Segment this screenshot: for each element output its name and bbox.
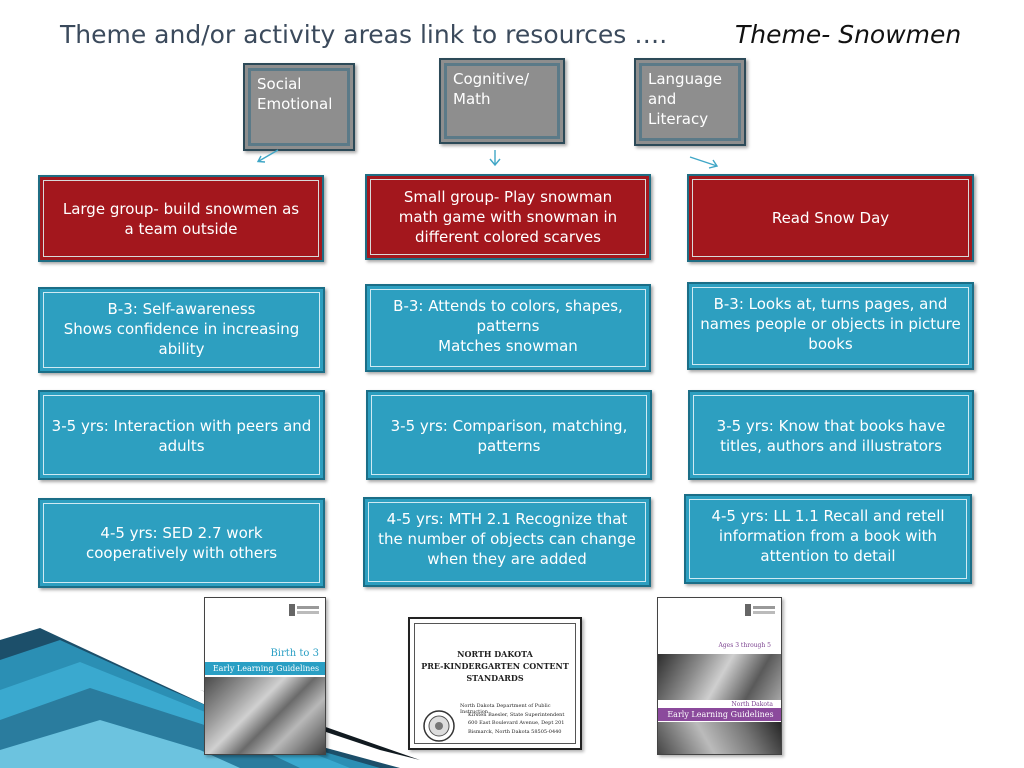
standard-text: 3-5 yrs: Know that books have titles, au… bbox=[716, 417, 946, 455]
activity-text: Large group- build snowmen as a team out… bbox=[62, 199, 300, 238]
arrow-left-icon bbox=[256, 149, 279, 163]
cover-title-band: Early Learning Guidelines bbox=[658, 708, 781, 721]
standard-text: B-3: Looks at, turns pages, and names pe… bbox=[700, 295, 961, 353]
children-photo bbox=[658, 654, 781, 700]
cover-title-band: Early Learning Guidelines bbox=[205, 662, 325, 675]
domain-label: Social Emotional bbox=[257, 75, 333, 113]
cover-address-1: North Dakota Department of Public Instru… bbox=[460, 703, 551, 715]
dpi-logo-icon bbox=[745, 604, 775, 616]
standard-text: 3-5 yrs: Comparison, matching, patterns bbox=[390, 417, 628, 455]
resource-ages-3-5-cover: Ages 3 through 5 North Dakota Early Lear… bbox=[657, 597, 782, 755]
standard-b3-math: B-3: Attends to colors, shapes, patterns… bbox=[365, 284, 651, 372]
domain-cognitive-math: Cognitive/ Math bbox=[439, 58, 565, 144]
dpi-logo-icon bbox=[289, 604, 319, 616]
domain-social-emotional: Social Emotional bbox=[243, 63, 355, 151]
cover-state: North Dakota bbox=[731, 701, 773, 708]
standard-b3-social: B-3: Self-awareness Shows confidence in … bbox=[38, 287, 325, 373]
arrow-down-icon bbox=[489, 150, 501, 167]
cover-address-2: Kirsten Baesler, State Superintendent bbox=[468, 712, 565, 718]
cover-heading-3: STANDARDS bbox=[466, 673, 524, 683]
standard-text: B-3: Self-awareness Shows confidence in … bbox=[63, 300, 300, 358]
resource-prek-standards-cover: NORTH DAKOTA PRE-KINDERGARTEN CONTENT ST… bbox=[408, 617, 582, 750]
decorative-swoosh bbox=[0, 628, 420, 768]
activity-read-snow-day: Read Snow Day bbox=[687, 174, 974, 262]
children-photo-bottom bbox=[658, 722, 781, 754]
page-title: Theme and/or activity areas link to reso… bbox=[60, 20, 668, 49]
standard-text: 3-5 yrs: Interaction with peers and adul… bbox=[51, 417, 312, 455]
state-seal-icon bbox=[423, 710, 455, 742]
standard-b3-literacy: B-3: Looks at, turns pages, and names pe… bbox=[687, 282, 974, 370]
arrow-right-icon bbox=[689, 156, 719, 169]
domain-label: Cognitive/ Math bbox=[453, 70, 530, 108]
cover-heading-1: NORTH DAKOTA bbox=[457, 649, 533, 659]
standard-text: 4-5 yrs: LL 1.1 Recall and retell inform… bbox=[711, 507, 945, 565]
activity-text: Small group- Play snowman math game with… bbox=[398, 188, 618, 246]
resource-birth-to-3-cover: Birth to 3 Early Learning Guidelines bbox=[204, 597, 326, 755]
standard-35-social: 3-5 yrs: Interaction with peers and adul… bbox=[38, 390, 325, 480]
domain-language-literacy: Language and Literacy bbox=[634, 58, 746, 146]
activity-small-group: Small group- Play snowman math game with… bbox=[365, 174, 651, 260]
activity-large-group: Large group- build snowmen as a team out… bbox=[38, 175, 324, 262]
standard-45-literacy: 4-5 yrs: LL 1.1 Recall and retell inform… bbox=[684, 494, 972, 584]
domain-label: Language and Literacy bbox=[648, 70, 723, 128]
standard-45-math: 4-5 yrs: MTH 2.1 Recognize that the numb… bbox=[363, 497, 651, 587]
cover-address-4: Bismarck, North Dakota 58505-0440 bbox=[468, 729, 562, 735]
cover-address-3: 600 East Boulevard Avenue, Dept 201 bbox=[468, 720, 565, 726]
cover-subtitle: Ages 3 through 5 bbox=[718, 642, 772, 649]
cover-heading-2: PRE-KINDERGARTEN CONTENT bbox=[421, 661, 569, 671]
children-photo bbox=[205, 677, 325, 754]
standard-35-literacy: 3-5 yrs: Know that books have titles, au… bbox=[688, 390, 974, 480]
standard-45-social: 4-5 yrs: SED 2.7 work cooperatively with… bbox=[38, 498, 325, 588]
activity-text: Read Snow Day bbox=[771, 209, 890, 227]
theme-label: Theme- Snowmen bbox=[735, 20, 962, 49]
cover-subtitle: Birth to 3 bbox=[270, 648, 319, 659]
standard-text: 4-5 yrs: MTH 2.1 Recognize that the numb… bbox=[378, 510, 636, 568]
standard-35-math: 3-5 yrs: Comparison, matching, patterns bbox=[366, 390, 652, 480]
standard-text: B-3: Attends to colors, shapes, patterns… bbox=[393, 297, 623, 355]
standard-text: 4-5 yrs: SED 2.7 work cooperatively with… bbox=[85, 524, 278, 562]
